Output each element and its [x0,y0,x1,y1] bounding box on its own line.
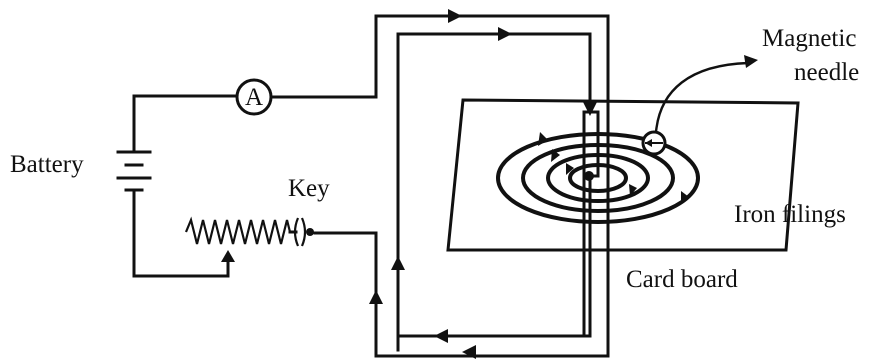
battery [116,94,152,278]
card-board [446,98,800,252]
wire-ammeter-to-loop [269,14,610,358]
arrow-up-outer [369,290,383,304]
wire-inner-loop [396,32,592,352]
arrow-down-center [583,102,597,116]
magnetic-needle-label-line1: Magnetic [762,25,856,52]
magnetic-needle-label-line2: needle [794,59,859,86]
key-label: Key [288,175,330,202]
battery-label: Battery [10,151,84,178]
wire-battery-to-rheostat [132,256,230,278]
needle-pointer-arrowhead [744,55,758,68]
ammeter-symbol: A [245,84,263,111]
arrow-bottom-outer [462,345,476,359]
arrow-bottom-inner [434,329,448,343]
needle-pointer-line [654,61,749,133]
iron-filings-label: Iron filings [734,201,846,228]
arrow-top-inner [498,27,512,41]
iron-filings-pattern [496,132,700,224]
arrow-top-outer [448,9,462,23]
ammeter: A [235,78,273,116]
rheostat-slider-arrow [221,250,235,262]
rheostat [184,216,292,245]
key [288,217,314,247]
arrow-up-inner [391,256,405,270]
card-board-label: Card board [626,266,738,293]
magnetic-needle [641,130,667,156]
